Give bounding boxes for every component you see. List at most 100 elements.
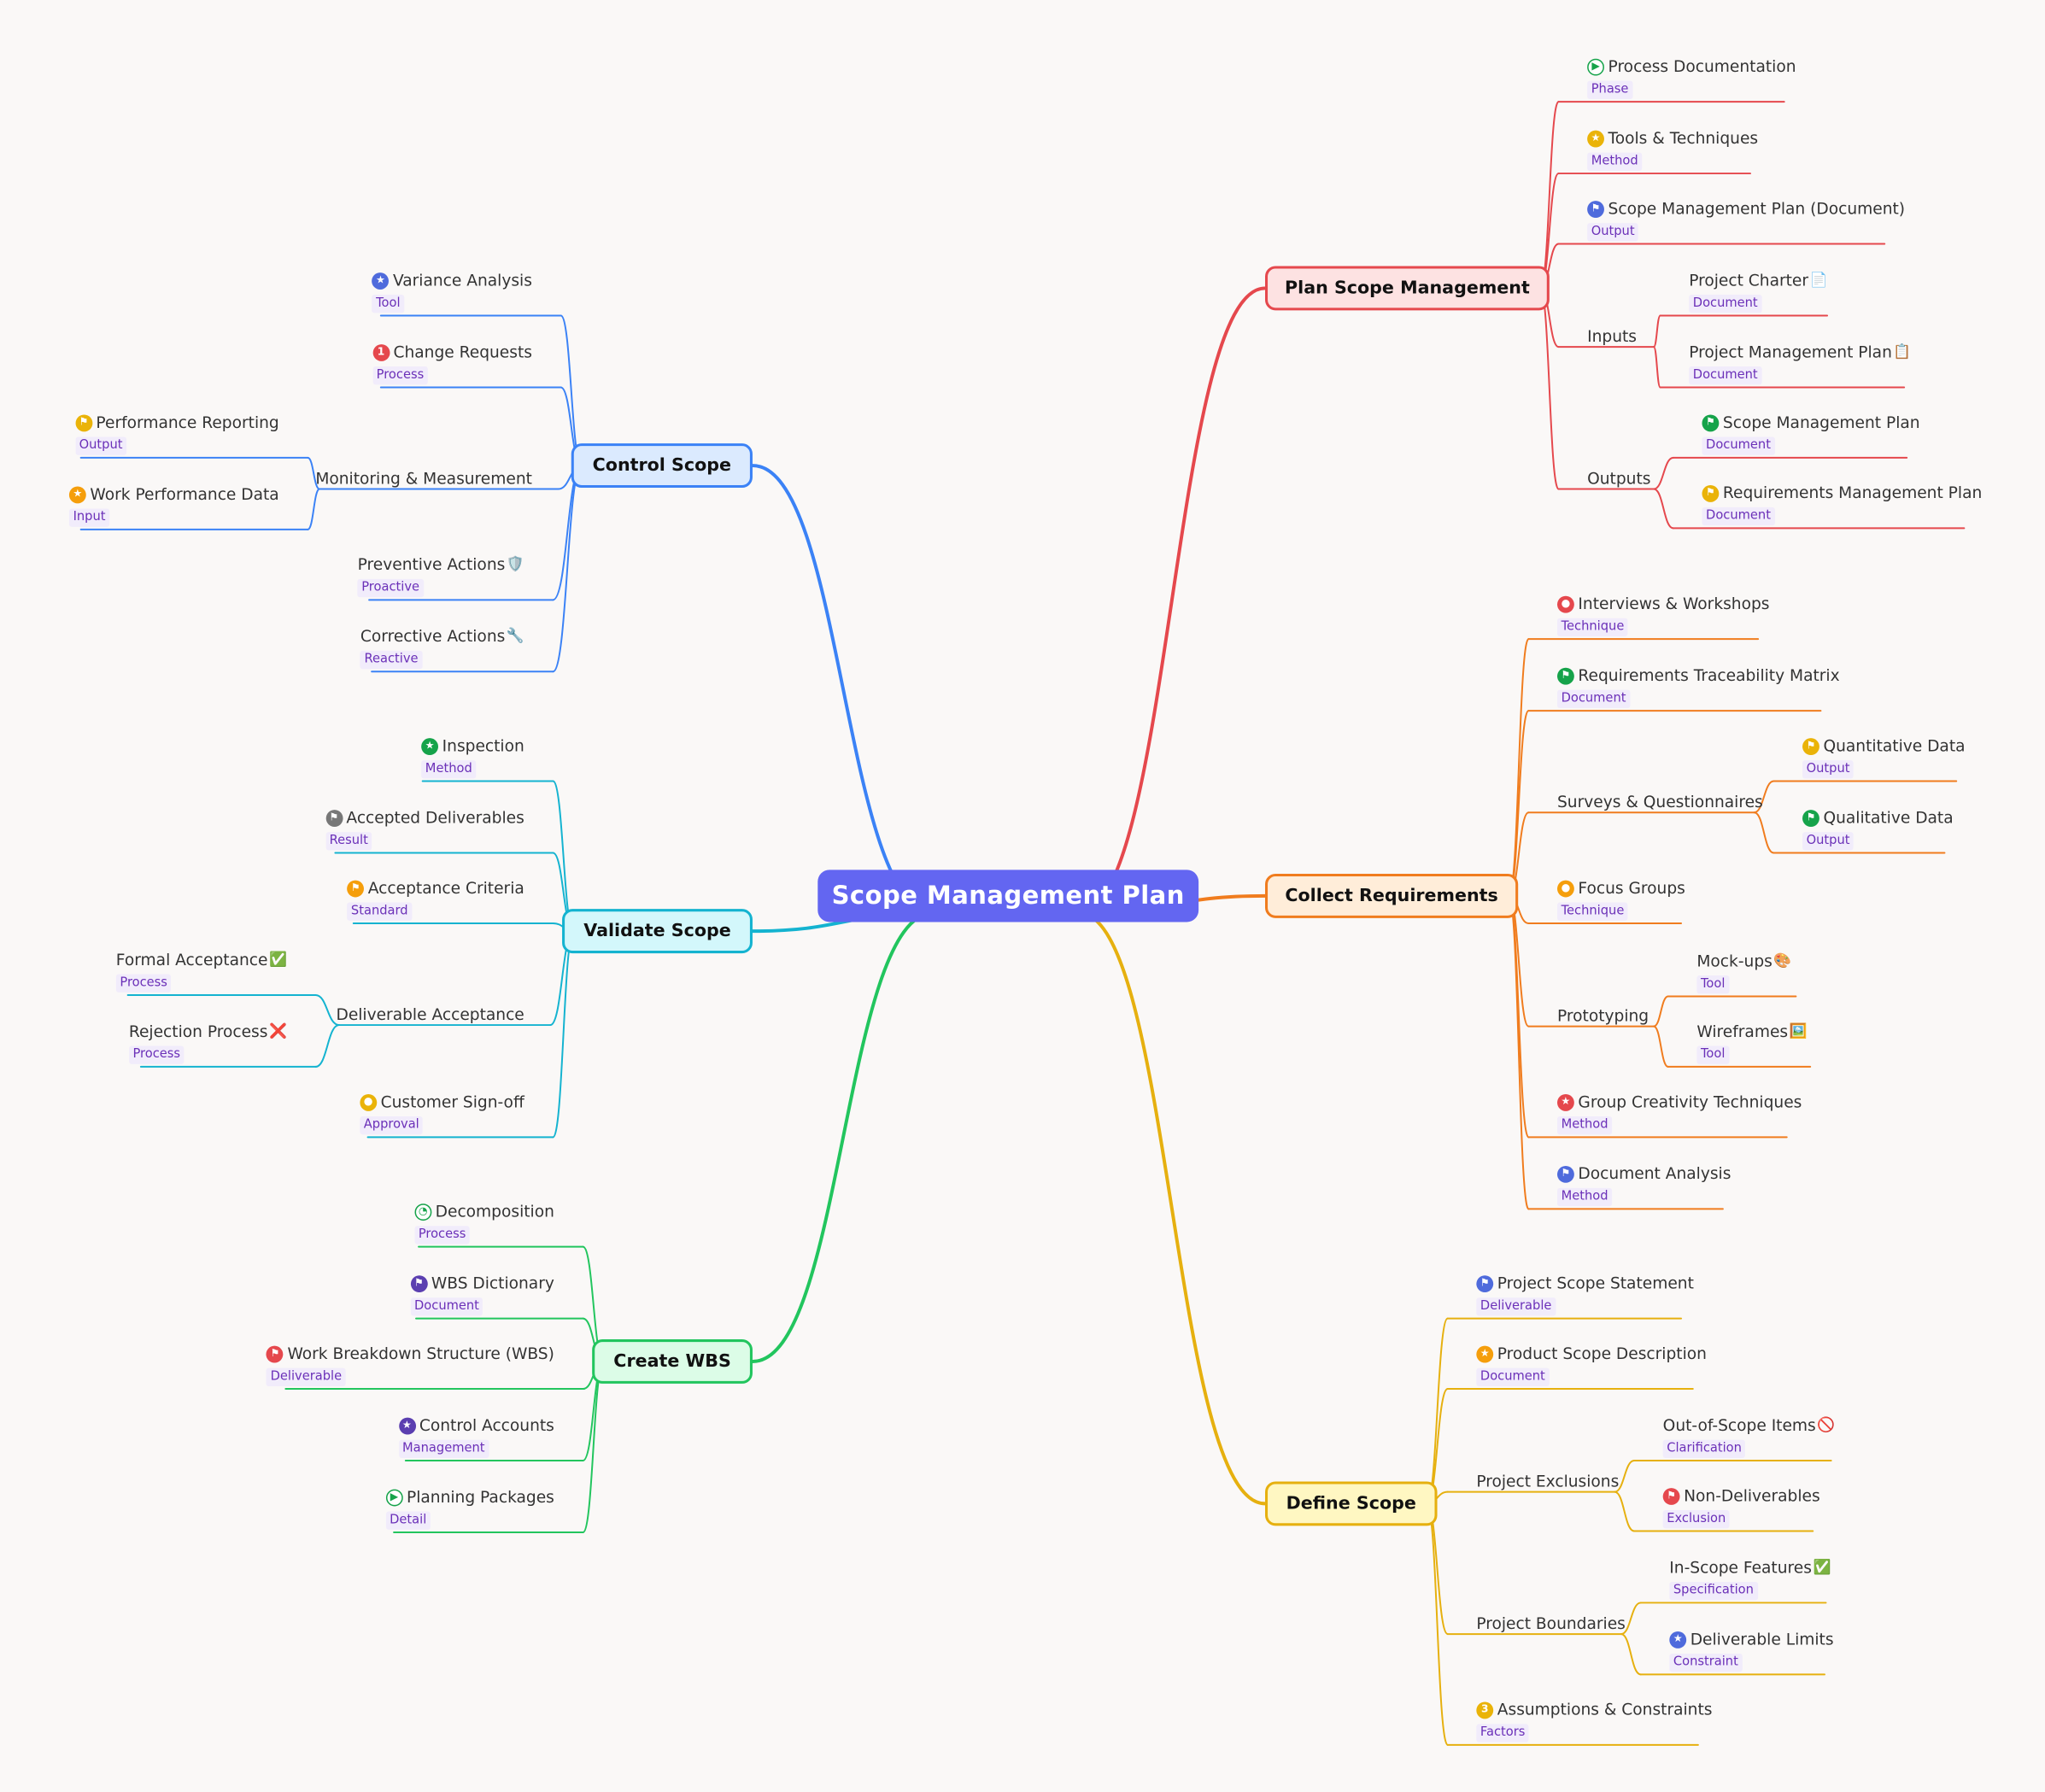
group-label[interactable]: Project Exclusions	[1476, 1472, 1620, 1491]
leaf-row: Formal Acceptance✅	[116, 950, 287, 970]
leaf-tag: Clarification	[1662, 1439, 1746, 1458]
branch-node-wbs[interactable]: Create WBS	[592, 1339, 753, 1384]
emoji-icon: 🛡️	[506, 555, 524, 573]
leaf-node[interactable]: ⚑Work Breakdown Structure (WBS)Deliverab…	[267, 1344, 554, 1386]
flag-icon: ⚑	[347, 879, 365, 897]
leaf-row: ★Product Scope Description	[1476, 1344, 1707, 1364]
emoji-icon: ❌	[268, 1022, 287, 1039]
leaf-row: ★Control Accounts	[398, 1415, 554, 1436]
leaf-node[interactable]: Preventive Actions🛡️ Proactive	[357, 554, 524, 598]
leaf-node[interactable]: Out-of-Scope Items🚫Clarification	[1662, 1415, 1835, 1458]
leaf-tag: Method	[1556, 1116, 1613, 1135]
group-label[interactable]: Project Boundaries	[1476, 1614, 1626, 1633]
leaf-label: Scope Management Plan	[1722, 413, 1920, 432]
group-label[interactable]: Prototyping	[1556, 1006, 1649, 1026]
leaf-row: ⚑Non-Deliverables	[1662, 1485, 1820, 1506]
branch-node-define[interactable]: Define Scope	[1264, 1481, 1438, 1526]
flag-icon: ⚑	[1802, 809, 1819, 827]
number-1-icon: 1	[372, 343, 390, 361]
leaf-node[interactable]: ⚑Scope Management Plan (Document)Output	[1587, 198, 1905, 242]
leaf-tag: Technique	[1556, 902, 1628, 921]
leaf-node[interactable]: Mock-ups🎨Tool	[1696, 951, 1792, 994]
branch-node-plan[interactable]: Plan Scope Management	[1264, 266, 1550, 311]
leaf-row: ★Deliverable Limits	[1669, 1629, 1834, 1649]
leaf-row: ⚑Scope Management Plan (Document)	[1587, 198, 1905, 219]
leaf-label: Assumptions & Constraints	[1497, 1700, 1713, 1719]
leaf-node[interactable]: Rejection Process❌Process	[128, 1021, 287, 1064]
leaf-row: ⚑Requirements Traceability Matrix	[1556, 665, 1840, 686]
leaf-node[interactable]: Corrective Actions🔧Reactive	[360, 626, 524, 670]
leaf-node[interactable]: Wireframes🖼️Tool	[1696, 1021, 1808, 1064]
root-node[interactable]: Scope Management Plan	[817, 870, 1199, 922]
star-icon: ★	[1556, 1093, 1574, 1111]
leaf-row: ⚑Acceptance Criteria	[347, 878, 524, 899]
flag-icon: ⚑	[267, 1344, 284, 1362]
emoji-icon: 🎨	[1773, 952, 1792, 969]
star-icon: ★	[1587, 129, 1604, 147]
leaf-label: Deliverable Limits	[1690, 1630, 1834, 1649]
leaf-node[interactable]: Project Charter📄Document	[1689, 270, 1827, 313]
leaf-tag: Method	[1556, 1187, 1613, 1207]
star-icon: ★	[1669, 1631, 1687, 1649]
leaf-row: Preventive Actions🛡️	[358, 554, 524, 575]
leaf-tag: Process	[128, 1045, 185, 1064]
leaf-tag: Document	[1476, 1367, 1550, 1386]
leaf-node[interactable]: Formal Acceptance✅Process	[115, 950, 287, 993]
leaf-label: Requirements Management Plan	[1722, 483, 1983, 502]
branch-node-control[interactable]: Control Scope	[571, 443, 753, 489]
leaf-tag: Document	[1556, 689, 1631, 709]
leaf-row: ◔Decomposition	[414, 1201, 554, 1221]
leaf-label: Formal Acceptance	[115, 951, 268, 969]
star-icon: ★	[372, 272, 390, 290]
person-icon: ●	[1556, 879, 1574, 897]
leaf-row: Corrective Actions🔧	[360, 626, 524, 647]
leaf-node[interactable]: Project Management Plan📋Document	[1689, 342, 1911, 385]
number-3-icon: 3	[1476, 1701, 1494, 1719]
leaf-label: Acceptance Criteria	[367, 879, 524, 898]
leaf-tag: Process	[372, 366, 428, 385]
group-label[interactable]: Outputs	[1587, 469, 1651, 489]
branch-node-validate[interactable]: Validate Scope	[562, 909, 753, 954]
leaf-row: ⚑Project Scope Statement	[1476, 1273, 1694, 1293]
leaf-label: Wireframes	[1696, 1022, 1789, 1041]
leaf-label: Product Scope Description	[1497, 1344, 1707, 1363]
group-label[interactable]: Surveys & Questionnaires	[1556, 793, 1763, 811]
leaf-node[interactable]: In-Scope Features✅Specification	[1669, 1557, 1831, 1601]
leaf-tag: Phase	[1587, 80, 1633, 100]
group-label[interactable]: Monitoring & Measurement	[315, 469, 532, 489]
leaf-tag: Proactive	[357, 578, 424, 598]
leaf-row: ★Inspection	[421, 735, 524, 756]
group-label[interactable]: Deliverable Acceptance	[336, 1005, 524, 1024]
branch-node-collect[interactable]: Collect Requirements	[1264, 873, 1519, 918]
group-label[interactable]: Inputs	[1587, 327, 1638, 346]
